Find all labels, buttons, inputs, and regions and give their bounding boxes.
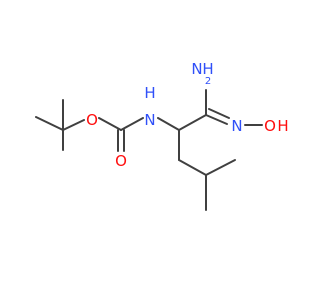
amidine-nh2-h-label: H [202, 60, 213, 78]
oxime-n-label: N [231, 117, 242, 135]
carbonyl-oxygen-label: O [115, 152, 127, 170]
bond-tbu-to-ester-oxygen [62, 119, 85, 131]
bond-ch2-to-ch [178, 159, 207, 176]
amidine-nh2-n-label: N [191, 60, 202, 78]
bond-ester-oxygen-to-carbonyl-c [98, 117, 122, 131]
ester-oxygen-label: O [86, 111, 98, 129]
bond-amidine-double-2 [208, 108, 230, 119]
carbamate-nh-label: N [144, 111, 155, 129]
hydroxyl-o-label: O [264, 117, 276, 135]
molecule-structure-diagram: O O N H N H 2 N O H [35, 60, 289, 211]
carbamate-nh-hydrogen-label: H [144, 84, 155, 102]
bond-alpha-c-to-amidine-c [178, 114, 207, 131]
bond-nh-to-alpha-c [157, 117, 180, 131]
bond-ch-to-methyl-right [205, 159, 236, 176]
bond-amidine-double-1 [205, 114, 228, 125]
hydroxyl-h-label: H [277, 117, 288, 135]
amidine-nh2-subscript-label: 2 [205, 76, 211, 87]
bond-tbu-methyl-left [35, 116, 64, 131]
bond-carbonyl-c-to-nh [120, 117, 144, 131]
